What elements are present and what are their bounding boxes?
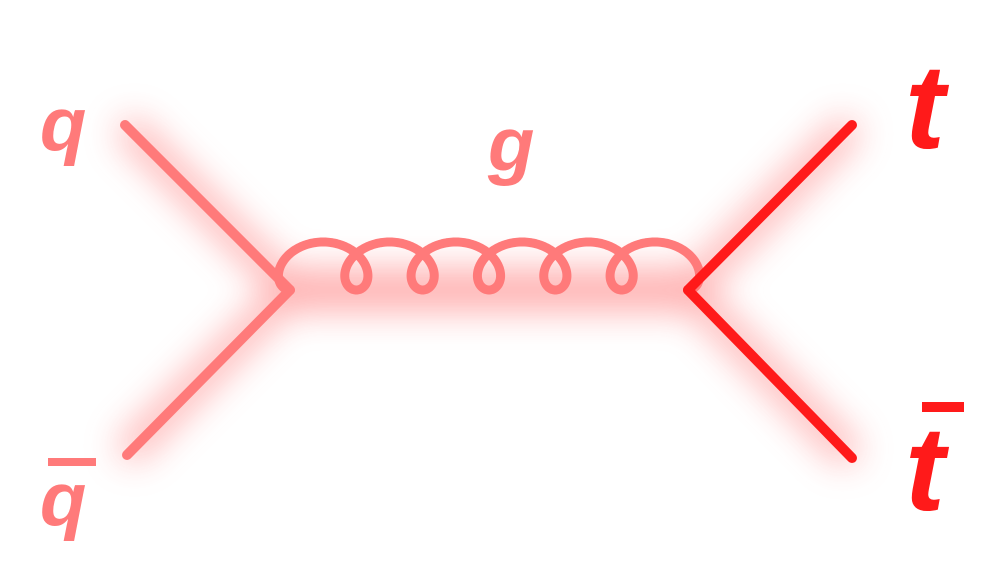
antitop-line	[683, 285, 857, 463]
antitop-label: t	[905, 402, 950, 536]
quark-label: q	[40, 82, 86, 167]
gluon-label: g	[487, 102, 534, 187]
antiquark-bar	[48, 458, 96, 466]
antiquark-label-group: q	[40, 457, 96, 542]
antitop-label-group: t	[905, 402, 964, 536]
antiquark-line	[122, 285, 295, 460]
gluon-propagator	[273, 237, 705, 295]
quark-line	[120, 120, 295, 295]
top-line	[683, 120, 857, 295]
antitop-bar	[922, 402, 964, 412]
antiquark-label: q	[40, 457, 86, 542]
top-label: t	[905, 40, 950, 174]
